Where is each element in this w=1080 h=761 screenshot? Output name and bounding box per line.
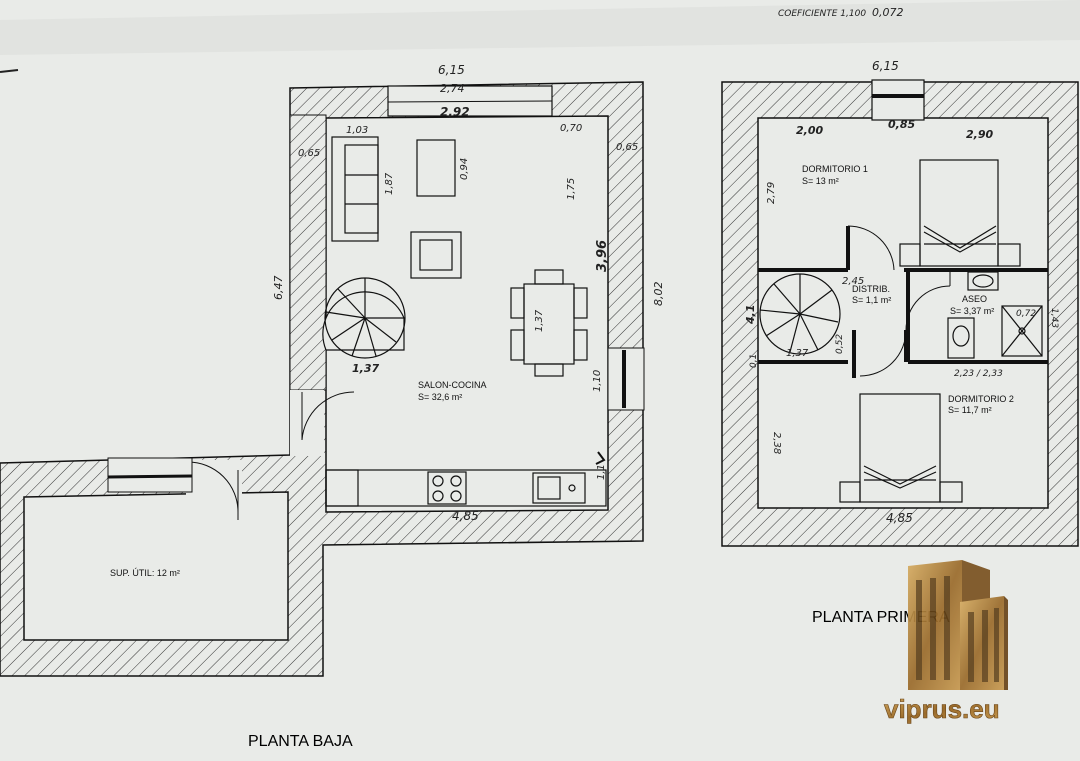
dim-sofa-len: 1,87 — [384, 172, 395, 195]
coef-note: COEFICIENTE 1,100 — [778, 9, 866, 19]
dim-stair-upper: 1,37 — [786, 348, 809, 359]
kitchen-counter — [325, 469, 607, 507]
bed-1 — [899, 159, 1021, 267]
room-name-dormitorio-1: DORMITORIO 1 — [802, 164, 868, 174]
dim-right-top: 0,70 — [560, 123, 582, 134]
dim-left-mid: 4,1 — [744, 305, 757, 326]
room-area-dormitorio-1: S= 13 m² — [802, 176, 839, 186]
dim-aseo-bottom: 2,23 / 2,33 — [954, 369, 1003, 379]
room-area-distrib: S= 1,1 m² — [852, 295, 891, 305]
dim-wall-right: 0,65 — [616, 142, 638, 153]
watermark-text: viprus.eu — [884, 694, 1000, 724]
dim-kitchen-small: 1,1 — [596, 464, 607, 480]
armchair — [410, 231, 462, 279]
dim-left-height: 6,47 — [272, 276, 285, 301]
dim-pb-window-outer: 2,74 — [440, 82, 465, 95]
coef-value: 0,072 — [872, 6, 904, 19]
sofa — [331, 136, 379, 242]
coffee-table — [416, 139, 456, 197]
dim-table-w: 0,94 — [459, 158, 470, 180]
room-name-sup-util: SUP. ÚTIL: 12 m² — [110, 568, 180, 578]
dim-dorm1-height: 2,79 — [766, 182, 777, 204]
dim-stair-side: 0,1 — [749, 354, 759, 368]
dim-pb-bottom-width: 4,85 — [452, 509, 479, 523]
room-name-aseo: ASEO — [962, 294, 987, 304]
dim-right-span: 1,75 — [566, 178, 577, 200]
dim-dorm2-height: 2,38 — [771, 432, 782, 454]
dim-pb-total-width: 6,15 — [438, 63, 465, 77]
room-area-dormitorio-2: S= 11,7 m² — [948, 405, 992, 415]
dim-pp-total-width: 6,15 — [872, 59, 899, 73]
dim-landing: 0,52 — [835, 334, 845, 354]
dim-door-right: 1,10 — [592, 370, 603, 392]
dim-distrib-w: 2,45 — [842, 276, 864, 287]
dim-pp-window: 0,85 — [888, 118, 915, 131]
room-name-dormitorio-2: DORMITORIO 2 — [948, 394, 1014, 404]
dining-table — [510, 269, 588, 377]
dim-dorm1-left: 2,00 — [796, 124, 823, 137]
dim-dorm1-right: 2,90 — [966, 128, 993, 141]
dim-aseo-small: 0,72 — [1016, 309, 1036, 319]
dim-aseo-side: 1,43 — [1049, 308, 1059, 328]
dim-total-height: 8,02 — [652, 282, 665, 307]
spiral-staircase-upper — [759, 273, 841, 355]
bed-2 — [839, 393, 963, 503]
spiral-staircase — [322, 277, 406, 359]
room-area-aseo: S= 3,37 m² — [950, 306, 994, 316]
dim-wall-left: 0,65 — [298, 148, 320, 159]
dim-sofa-w: 1,03 — [346, 125, 368, 136]
room-labels: SALON-COCINA S= 32,6 m² SUP. ÚTIL: 12 m²… — [110, 164, 1014, 578]
dim-stair: 1,37 — [352, 362, 379, 375]
dim-pp-bottom-width: 4,85 — [886, 511, 913, 525]
room-name-distrib: DISTRIB. — [852, 284, 890, 294]
dim-right-mid: 3,96 — [595, 240, 610, 272]
first-floor-plan — [721, 79, 1079, 547]
dimension-labels: COEFICIENTE 1,100 0,072 6,15 2,74 2,92 1… — [272, 6, 1059, 525]
ground-floor-plan — [0, 81, 645, 677]
room-area-salon-cocina: S= 32,6 m² — [418, 392, 462, 402]
bathroom-fixtures — [947, 271, 1043, 359]
dim-pb-window-inner: 2,92 — [440, 105, 470, 119]
viprus-logo — [908, 560, 1008, 690]
room-name-salon-cocina: SALON-COCINA — [418, 380, 487, 390]
caption-planta-baja: PLANTA BAJA — [248, 733, 353, 750]
dim-dining: 1,37 — [534, 309, 545, 332]
